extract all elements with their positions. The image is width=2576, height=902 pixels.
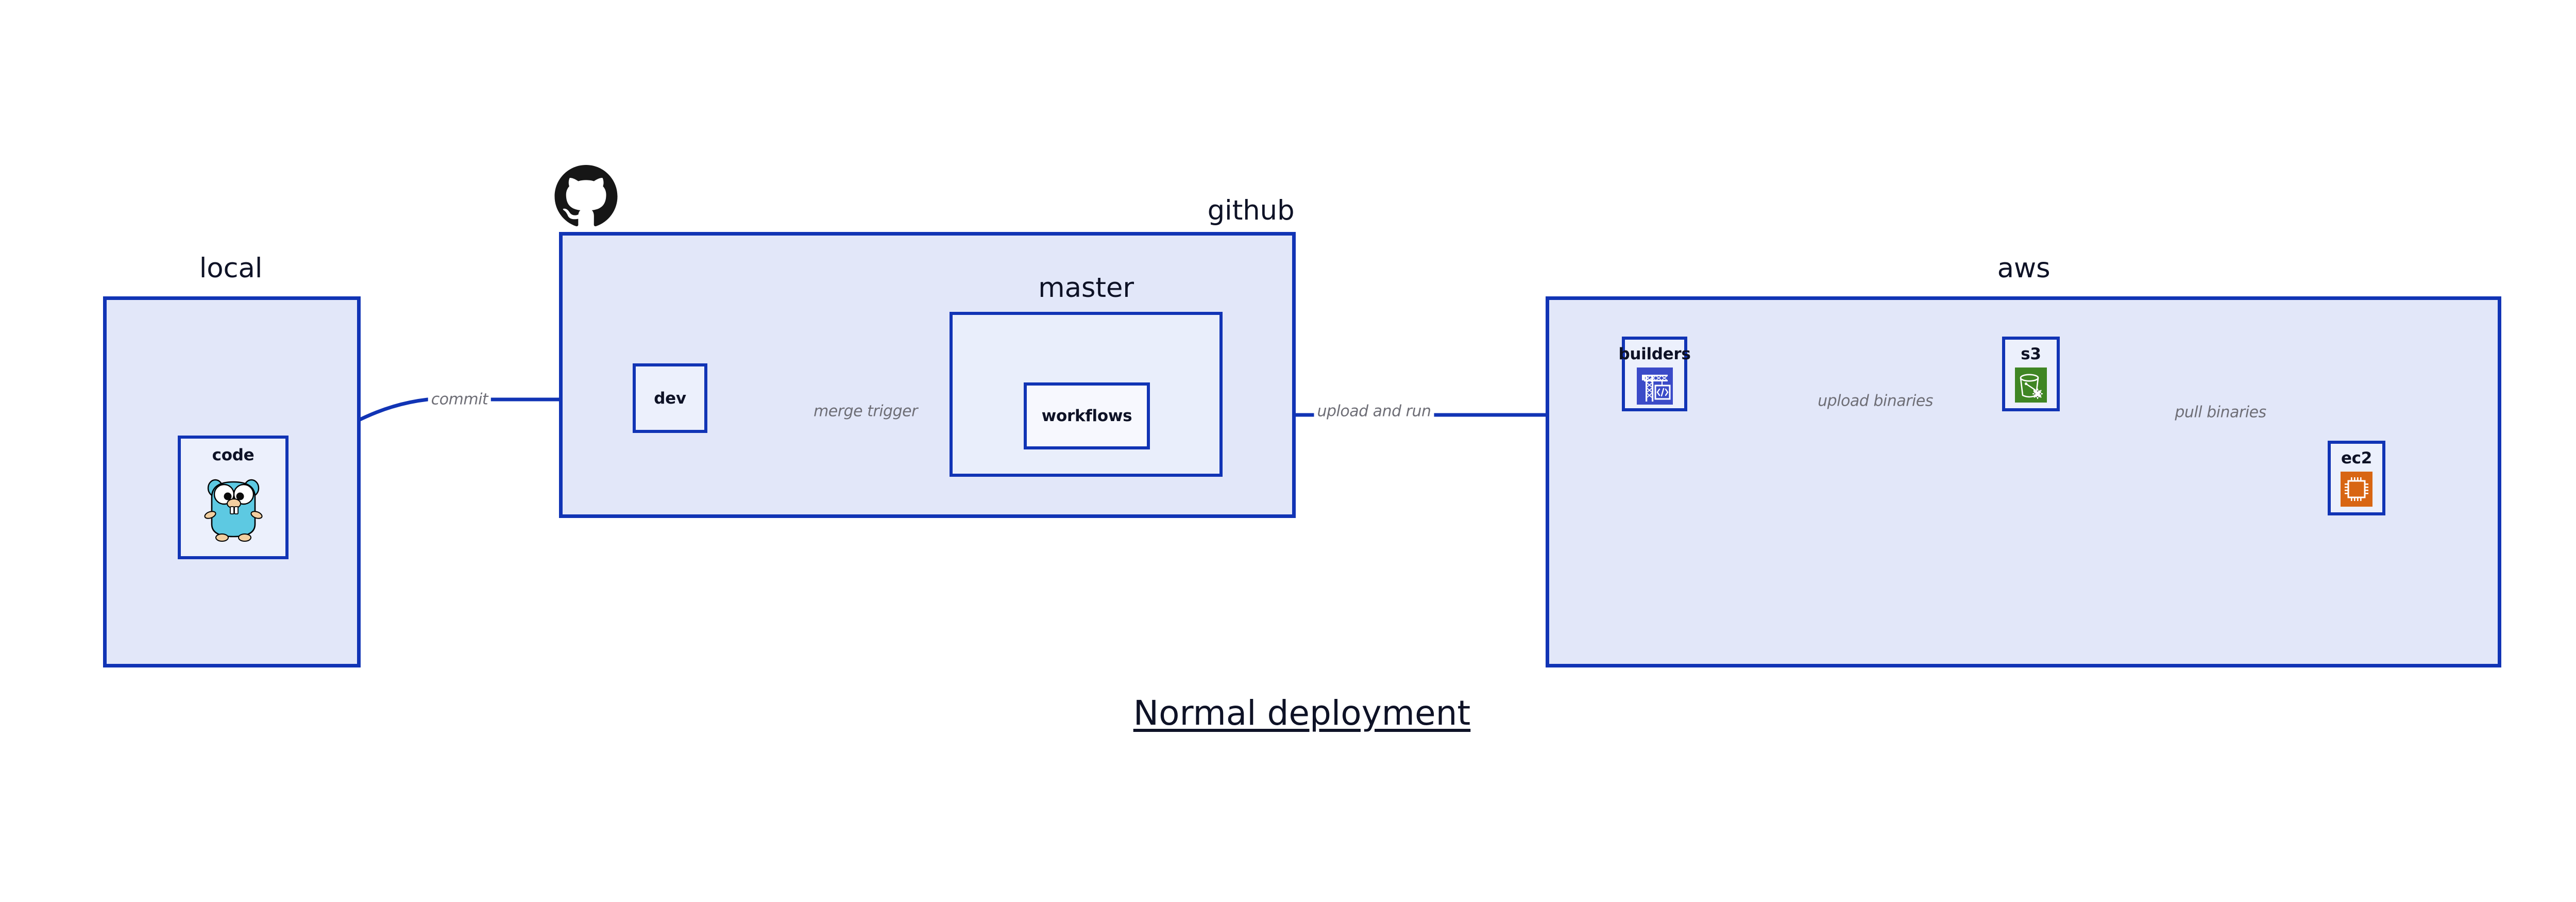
node-label-s3: s3 [2021,345,2041,363]
node-label-builders: builders [1618,345,1691,363]
edge-label-commit: commit [428,390,492,409]
node-label-ec2: ec2 [2341,449,2372,467]
aws-builders-crane-icon [1636,368,1673,407]
node-label-dev: dev [654,389,686,408]
node-ec2[interactable]: ec2 [2328,441,2385,515]
node-dev[interactable]: dev [633,363,707,433]
github-octocat-logo [554,165,618,230]
group-label-master: master [1038,272,1134,304]
edge-label-upload-binaries: upload binaries [1815,392,1936,410]
edge-label-merge-trigger: merge trigger [810,402,921,421]
node-s3[interactable]: s3 [2002,337,2060,411]
node-label-code: code [212,446,255,464]
aws-ec2-chip-icon [2341,472,2372,509]
edge-label-upload-and-run: upload and run [1314,402,1434,421]
diagram-title: Normal deployment [1133,693,1471,733]
node-workflows[interactable]: workflows [1024,382,1150,449]
node-builders[interactable]: builders [1618,337,1691,411]
edge-label-pull-binaries: pull binaries [2172,403,2269,422]
node-code[interactable]: code [178,436,289,559]
group-label-github: github [1207,195,1295,226]
aws-s3-bucket-icon [2015,368,2047,405]
group-label-aws: aws [1997,253,2050,284]
node-label-workflows: workflows [1041,407,1132,425]
go-gopher-icon [202,471,264,545]
group-label-local: local [199,253,263,284]
